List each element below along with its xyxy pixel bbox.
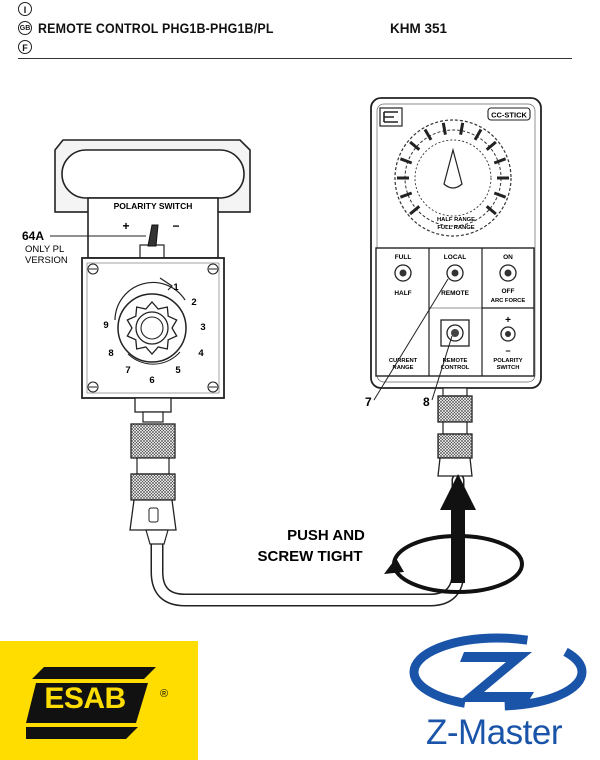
dial-number: 9 [103, 320, 108, 331]
instruction-line-2: SCREW TIGHT [258, 548, 363, 565]
callout-8-ref: 8 [423, 395, 430, 409]
remote-control-label-2: CONTROL [441, 365, 470, 371]
minus-sign: − [505, 346, 510, 356]
polarity-switch-panel: + − POLARITY SWITCH [493, 315, 522, 371]
full-range-label: FULL RANGE [437, 225, 474, 231]
arc-force-label: ARC FORCE [491, 298, 526, 304]
plus-sign: + [122, 219, 129, 233]
off-label: OFF [502, 288, 515, 295]
callout-7-ref: 7 [365, 395, 372, 409]
esab-mini-logo [379, 107, 403, 127]
callout-8: 8 [423, 335, 453, 409]
local-remote-switch: LOCAL REMOTE REMOTE CONTROL [440, 254, 470, 371]
left-remote-device: POLARITY SWITCH + − [54, 139, 251, 545]
dial-number: 8 [108, 348, 113, 359]
esab-logo [26, 667, 156, 739]
full-label: FULL [395, 254, 412, 261]
zmaster-logo [409, 633, 587, 711]
dial-tick [493, 157, 507, 165]
callout-64a: 64A ONLY PL VERSION [22, 229, 146, 266]
dial-tick [485, 140, 497, 151]
half-label: HALF [394, 290, 411, 297]
dial-number: 6 [149, 375, 154, 386]
polarity-label-1: POLARITY [493, 358, 522, 364]
dial-tick [399, 191, 413, 199]
dial-tick [493, 191, 507, 199]
minus-sign: − [172, 219, 179, 233]
page-title: REMOTE CONTROL PHG1B-PHG1B/PL [38, 21, 274, 36]
header-divider [18, 58, 572, 59]
dial-tick [423, 128, 433, 141]
dial-number: 4 [198, 348, 204, 359]
range-dial [394, 119, 512, 237]
remote-control-label-1: REMOTE [443, 358, 468, 364]
dial-tick [399, 157, 413, 165]
dial-tick [459, 122, 465, 135]
callout-64a-ref: 64A [22, 229, 44, 243]
callout-64a-note-1: ONLY PL [25, 244, 64, 255]
esab-logo-block: ESAB [0, 641, 198, 760]
connection-cable [150, 473, 465, 607]
current-range-switch: FULL HALF CURRENT RANGE [389, 254, 418, 371]
current-dial [114, 277, 187, 365]
on-label: ON [503, 254, 513, 261]
local-label: LOCAL [444, 254, 466, 261]
dial-scale: 1 2 3 4 5 6 7 8 9 [103, 282, 205, 386]
dial-number: 2 [191, 297, 196, 308]
dial-tick [409, 140, 421, 151]
right-cable-connector [437, 387, 473, 477]
current-range-label-2: RANGE [393, 365, 414, 371]
dial-tick [441, 122, 447, 135]
push-screw-arrow [384, 474, 524, 594]
callout-7: 7 [365, 278, 449, 409]
dial-number: 1 [173, 282, 179, 293]
dial-number: 3 [200, 322, 205, 333]
plus-sign: + [505, 315, 511, 326]
left-cable-connector [129, 423, 177, 545]
half-range-label: HALF RANGE [437, 217, 475, 223]
callout-64a-note-2: VERSION [25, 255, 68, 266]
dial-number: 7 [125, 365, 130, 376]
polarity-label-2: SWITCH [497, 365, 520, 371]
polarity-toggle-lever [139, 224, 165, 259]
registered-mark: ® [160, 688, 169, 700]
lang-badge-fr: F [18, 40, 32, 54]
dial-number: 5 [175, 365, 181, 376]
remote-label: REMOTE [441, 290, 469, 297]
esab-wordmark: ESAB [44, 682, 126, 715]
dial-tick [473, 128, 483, 141]
current-range-label-1: CURRENT [389, 358, 418, 364]
carry-handle [61, 149, 245, 199]
lang-badge-gb: GB [18, 21, 32, 35]
dial-tick [485, 205, 497, 216]
housing-screws [87, 263, 219, 393]
document-code: KHM 351 [390, 21, 448, 36]
instruction-line-1: PUSH AND [287, 527, 365, 544]
dial-tick [409, 205, 421, 216]
zmaster-wordmark: Z-Master [426, 713, 563, 752]
polarity-switch-label: POLARITY SWITCH [114, 201, 193, 211]
arc-force-switch: ON OFF ARC FORCE [491, 254, 526, 304]
lang-badge-it: I [18, 2, 32, 16]
right-cc-stick-device: CC-STICK HALF RANGE FULL RANGE FULL HALF… [370, 97, 542, 477]
connection-diagram: POLARITY SWITCH + − [22, 97, 542, 607]
cc-stick-label: CC-STICK [491, 111, 527, 120]
